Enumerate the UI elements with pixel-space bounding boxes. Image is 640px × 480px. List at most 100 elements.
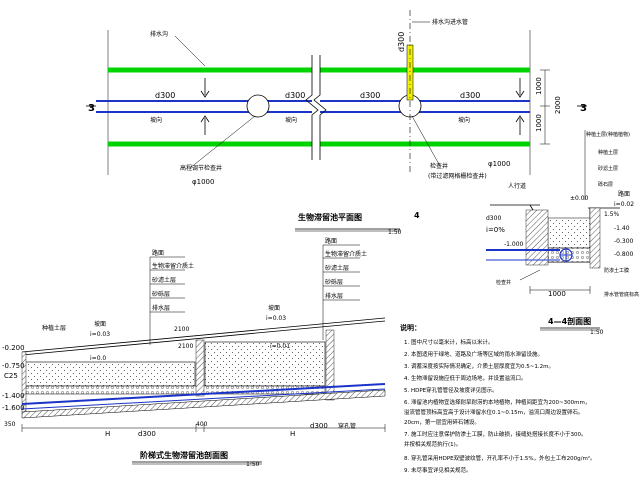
plan-caption: 生物滞留池平面图	[298, 212, 362, 222]
plan-well-dia: φ1000	[192, 178, 214, 186]
profile-slope-1: i=0.0	[90, 355, 106, 362]
plan-slope-2: 坡向	[285, 116, 297, 124]
profile-caption-scale: 1:50	[246, 461, 260, 468]
profile-left-top2: 坡面	[94, 320, 106, 328]
profile-h-right: H	[290, 430, 295, 438]
profile-layer-left-5: 排水层	[152, 304, 170, 312]
notes-block: 说明： 1. 图中尺寸以毫米计，标高以米计。 2. 本图适用于绿地、道路及广场等…	[400, 323, 596, 474]
note-4: 4. 生物滞留设施应低于周边场地，并设置溢流口。	[404, 374, 527, 382]
section-elev-4: -0.300	[614, 238, 634, 245]
section-well-label: 检查井	[496, 279, 511, 286]
plan-dim-upper: 1000	[535, 77, 543, 95]
profile-caption: 阶梯式生物滞留池剖面图	[140, 450, 228, 460]
plan-slope-1: 坡向	[150, 116, 162, 124]
note-5: 5. HDPE穿孔管管径及坡度详见图示。	[404, 386, 498, 394]
section-side-label-2: 排水管管底标高	[604, 291, 639, 298]
profile-layer-right-4: 砂砾层	[325, 278, 343, 286]
plan-dim-lower: 1000	[535, 114, 543, 132]
profile-pipe-label-3: 穿孔管	[338, 422, 356, 430]
section-left-pct: i=0%	[486, 226, 505, 234]
profile-elev-1: -0.200	[2, 344, 25, 352]
section-caption: 4—4剖面图	[548, 316, 591, 326]
profile-view: 路面 生物滞留介质土 砂滤土层 砂砾层 排水层 路面 生物滞留介质土 砂滤土层 …	[2, 237, 386, 468]
plan-view: 3 3 1000 1000 2000 d300 d300 d300 d300 d…	[86, 10, 587, 236]
profile-dim-1: 2100	[174, 326, 189, 333]
profile-base	[21, 389, 386, 419]
section-elev-5: -0.800	[614, 251, 634, 258]
profile-wall-right	[325, 329, 335, 401]
note-6b: 溢流管管顶标高宜高于设计滞留水位0.1~0.15m，溢流口周边设置卵石。	[404, 408, 583, 416]
plan-pipe-dia-3: d300	[360, 91, 380, 100]
note-7: 7. 施工时应注意保护防渗土工膜，防止破损，接缝处搭接长度不小于300。	[404, 430, 587, 438]
section-mark-right: 3	[580, 103, 587, 114]
plan-pipe-dia-1: d300	[155, 91, 175, 100]
profile-media-left	[24, 361, 196, 387]
profile-elev-2: -0.750	[2, 362, 25, 370]
profile-elev-4: -1.600	[2, 404, 25, 412]
section-top-label-1: 种植土层(种植植物)	[586, 131, 630, 138]
profile-layer-right-5: 排水层	[325, 292, 343, 300]
section-dim-bottom: 1000	[548, 290, 566, 298]
profile-layer-left-3: 砂滤土层	[152, 276, 176, 284]
section-side-label-1: 防渗土工膜	[604, 267, 629, 274]
section-top-label-2: 种植土层	[598, 149, 618, 156]
plan-top-label-2: 排水沟进水管	[432, 18, 468, 26]
profile-pipe-label-1: d300	[138, 430, 156, 438]
profile-slope-top-val: i=0.03	[266, 315, 286, 322]
section-mark-4: 4	[414, 211, 420, 220]
profile-elev-3: -1.400	[2, 392, 25, 400]
profile-h-left: H	[105, 430, 110, 438]
profile-pipe	[21, 383, 386, 405]
plan-well-note-sub: (带过滤网格栅检查井)	[428, 172, 487, 180]
section-elev-2: -1.40	[614, 225, 630, 232]
note-7b: 并按相关规范执行(1)。	[404, 440, 461, 448]
note-1: 1. 图中尺寸以毫米计，标高以米计。	[404, 338, 494, 346]
plan-pipe-dia-2: d300	[285, 91, 305, 100]
profile-slope-top: 坡面	[268, 304, 280, 312]
section-elev-3: -1.000	[504, 241, 524, 248]
plan-dim-total: 2000	[554, 96, 562, 114]
section-top-label-4: 砾石层	[598, 181, 613, 188]
profile-dim-2: 2100	[178, 343, 193, 350]
section-media	[547, 217, 591, 249]
profile-left-slope: i=0.03	[90, 331, 110, 338]
plan-vertical-pipe-dia: d300	[397, 32, 406, 52]
inspection-well-left	[246, 94, 270, 118]
profile-layer-right-3: 砂滤土层	[325, 264, 349, 272]
profile-media-right	[204, 341, 326, 387]
profile-layer-right-1: 路面	[325, 237, 337, 245]
profile-layer-left-4: 砂砾层	[152, 290, 170, 298]
profile-dim-4: 350	[4, 421, 16, 428]
plan-top-label-1: 排水沟	[150, 30, 168, 38]
plan-slope-3: 坡向	[458, 116, 470, 124]
section-right-pct: 1.5%	[604, 211, 620, 218]
profile-layer-right-2: 生物滞留介质土	[325, 250, 367, 258]
profile-layer-left-1: 路面	[152, 249, 164, 257]
profile-slope-2: i=0.01	[270, 343, 290, 350]
plan-pipe-dia-4: d300	[460, 91, 480, 100]
plan-well-note-1: 高程调节检查井	[180, 164, 222, 172]
note-8: 8. 穿孔管采用HDPE双壁波纹管，开孔率不小于1.5%，外包土工布200g/m…	[404, 454, 596, 462]
profile-pipe-label-2: d300	[310, 422, 328, 430]
section-wall-left	[525, 209, 549, 266]
profile-dim-3: 400	[196, 421, 208, 428]
section-wall-right	[589, 207, 601, 269]
section-caption-scale: 1:50	[590, 329, 604, 336]
plan-well-dia-2: φ1000	[488, 160, 510, 168]
profile-layer-left-2: 生物滞留介质土	[152, 262, 194, 270]
plan-well-note-2: 检查井	[430, 162, 448, 170]
section-elev-1: ±0.00	[570, 195, 589, 202]
section-mark-left: 3	[88, 103, 95, 114]
section-left-note: 人行道	[508, 182, 526, 190]
section-right-top: 路面	[618, 190, 630, 198]
profile-left-code: C25	[4, 372, 18, 380]
note-6: 6. 滞留池内植物宜选择耐旱耐涝的本地植物，种植间距宜为200~300mm，	[404, 398, 590, 406]
note-2: 2. 本图适用于绿地、道路及广场等区域的雨水滞留设施。	[404, 350, 543, 358]
profile-left-top: 种植土层	[42, 324, 66, 332]
section-left-dia: d300	[486, 215, 501, 222]
note-3: 3. 调蓄深度按实际情况确定，介质土层厚度宜为0.5~1.2m。	[404, 362, 554, 370]
note-9: 9. 未尽事宜详见相关规范。	[404, 466, 472, 474]
section-right-slope: i=0.02	[614, 201, 634, 208]
notes-title: 说明：	[400, 323, 421, 332]
